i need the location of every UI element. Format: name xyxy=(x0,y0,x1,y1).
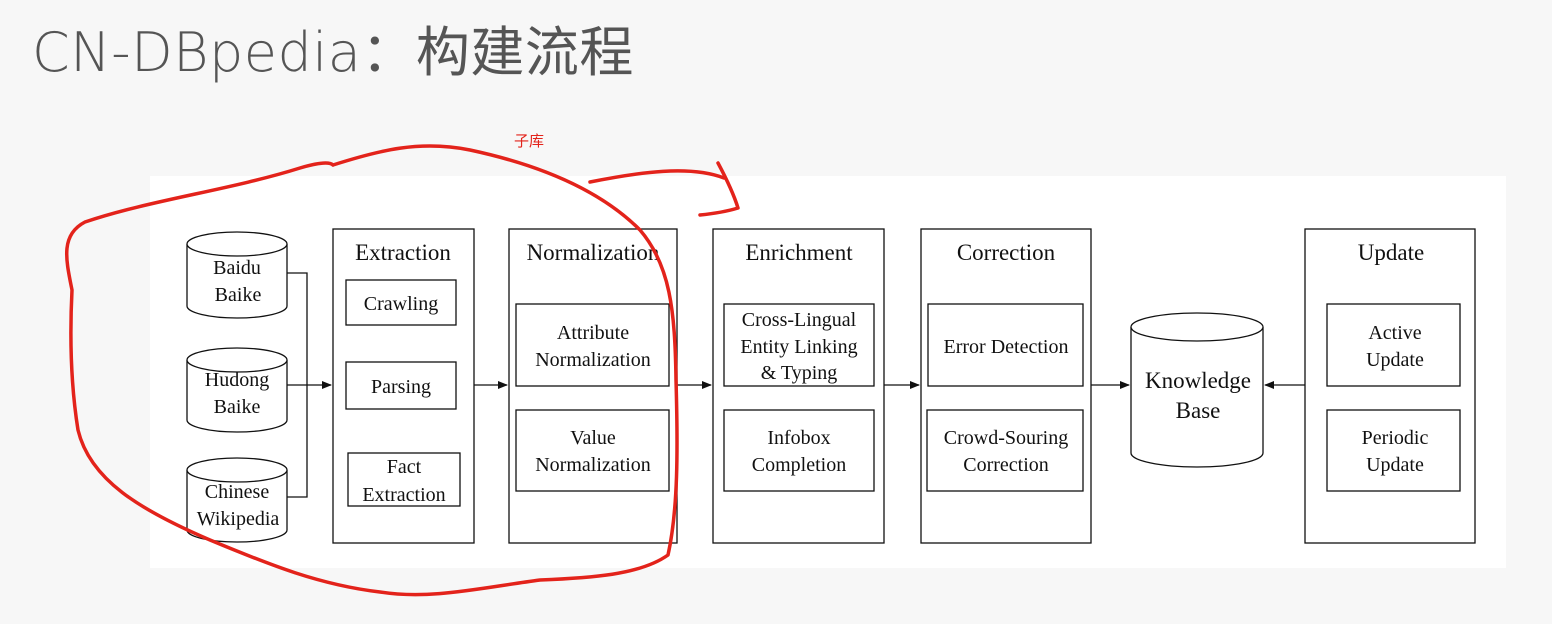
stage-item-periodic-update xyxy=(1326,409,1461,492)
database-icon-wikipedia xyxy=(186,457,288,543)
stage-enrichment-title: Enrichment xyxy=(745,240,853,265)
stage-item-cross-lingual xyxy=(723,303,875,387)
item-active-line1: Active xyxy=(1368,322,1421,344)
source-wikipedia-line2: Wikipedia xyxy=(197,508,280,530)
item-fact-label-line1: Fact xyxy=(387,456,422,478)
item-value-line2: Normalization xyxy=(535,454,651,476)
item-attribute-line2: Normalization xyxy=(535,349,651,371)
item-value-line1: Value xyxy=(570,427,616,449)
stage-item-infobox-completion xyxy=(723,409,875,492)
knowledge-base-line1: Knowledge xyxy=(1145,368,1251,393)
database-icon-baidu xyxy=(186,231,288,319)
annotation-curved-arrow xyxy=(588,161,740,217)
stage-extraction-title: Extraction xyxy=(355,240,451,265)
item-crowd-line2: Correction xyxy=(963,454,1049,476)
annotation-label: 子库 xyxy=(514,132,545,150)
knowledge-base-icon xyxy=(1130,312,1264,468)
stage-normalization-title: Normalization xyxy=(527,240,660,265)
knowledge-base-line2: Base xyxy=(1176,398,1221,423)
stage-item-error-detection xyxy=(927,303,1084,387)
item-crawling-label: Crawling xyxy=(364,293,438,315)
stage-update-title: Update xyxy=(1358,240,1424,265)
item-periodic-line1: Periodic xyxy=(1362,427,1429,449)
stage-item-attribute-normalization xyxy=(515,303,670,387)
source-baidu-line1: Baidu xyxy=(213,257,261,279)
stage-item-value-normalization xyxy=(515,409,670,492)
item-infobox-line2: Completion xyxy=(752,454,846,476)
item-attribute-line1: Attribute xyxy=(557,322,629,344)
stage-correction-title: Correction xyxy=(957,240,1056,265)
source-baidu-line2: Baike xyxy=(215,284,262,306)
item-crosslingual-line3: & Typing xyxy=(761,362,838,384)
stage-item-active-update xyxy=(1326,303,1461,387)
slide-title: CN-DBpedia：构建流程 xyxy=(32,21,634,84)
item-periodic-line2: Update xyxy=(1366,454,1424,476)
stage-correction-box xyxy=(920,228,1092,544)
item-crosslingual-line1: Cross-Lingual xyxy=(742,309,857,331)
item-error-detection-label: Error Detection xyxy=(944,336,1069,358)
figure-panel xyxy=(150,176,1506,568)
stage-item-parsing xyxy=(345,361,457,410)
stage-update-box xyxy=(1304,228,1476,544)
stage-extraction-box xyxy=(332,228,475,544)
item-crowd-line1: Crowd-Souring xyxy=(944,427,1068,449)
annotation-freehand-loop xyxy=(65,144,679,597)
item-fact-label-line2: Extraction xyxy=(362,484,445,506)
stage-item-fact-extraction xyxy=(347,452,461,507)
database-icon-hudong xyxy=(186,347,288,433)
source-hudong-line2: Baike xyxy=(214,396,261,418)
stage-enrichment-box xyxy=(712,228,885,544)
source-hudong-line1: Hudong xyxy=(205,369,269,391)
item-crosslingual-line2: Entity Linking xyxy=(740,336,857,358)
item-active-line2: Update xyxy=(1366,349,1424,371)
stage-item-crawling xyxy=(345,279,457,326)
item-parsing-label: Parsing xyxy=(371,376,431,398)
stage-item-crowd-sourcing xyxy=(926,409,1084,492)
item-infobox-line1: Infobox xyxy=(767,427,830,449)
source-wikipedia-line1: Chinese xyxy=(205,481,270,503)
